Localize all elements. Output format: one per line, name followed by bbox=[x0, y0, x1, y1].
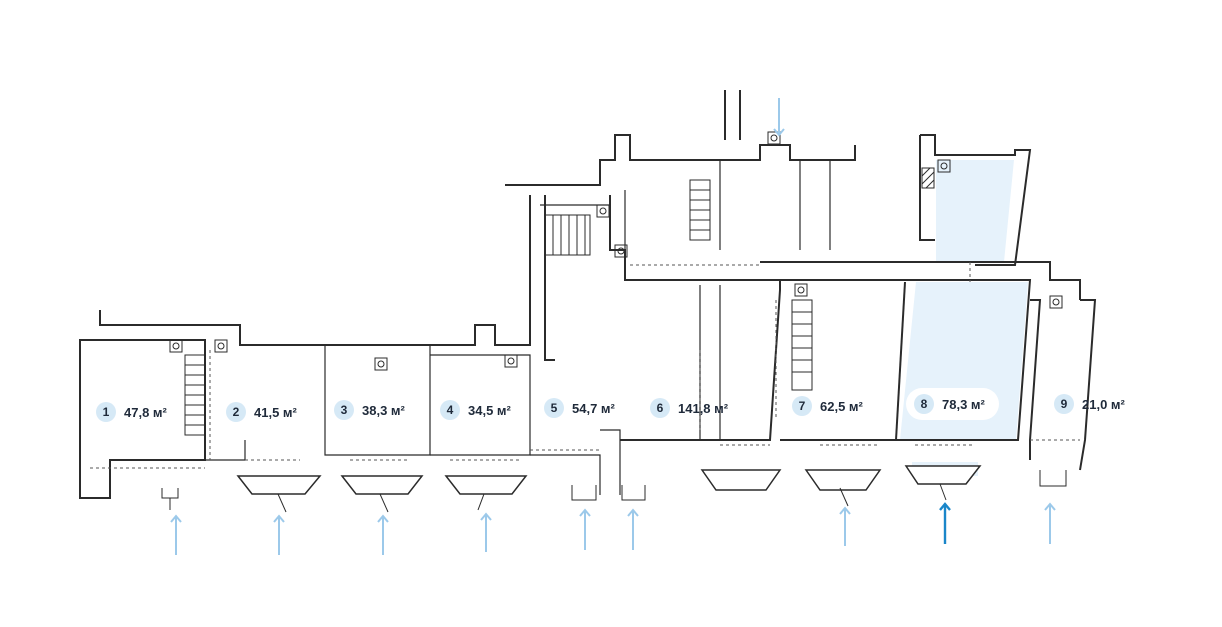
room-number-badge: 7 bbox=[792, 396, 812, 416]
entrance-arrows bbox=[170, 98, 1056, 555]
room-area: 54,7 м² bbox=[572, 400, 615, 416]
room-7-label[interactable]: 7 62,5 м² bbox=[792, 396, 863, 416]
room-3-label[interactable]: 3 38,3 м² bbox=[334, 400, 405, 420]
entrance-arrow-icon[interactable] bbox=[480, 512, 492, 552]
room-8-label[interactable]: 8 78,3 м² bbox=[906, 388, 999, 420]
partitions bbox=[204, 160, 831, 495]
stairs-icon bbox=[184, 179, 813, 436]
room-number-badge: 6 bbox=[650, 398, 670, 418]
room-number-badge: 9 bbox=[1054, 394, 1074, 414]
room-area: 47,8 м² bbox=[124, 404, 167, 420]
toilet-icon bbox=[169, 131, 1063, 371]
entrance-arrow-icon[interactable] bbox=[839, 506, 851, 546]
room-number-badge: 2 bbox=[226, 402, 246, 422]
entrance-arrow-icon-active[interactable] bbox=[939, 502, 951, 544]
entrance-arrow-icon[interactable] bbox=[273, 514, 285, 555]
room-number-badge: 8 bbox=[914, 394, 934, 414]
room-number-badge: 3 bbox=[334, 400, 354, 420]
hatched-shaft bbox=[921, 167, 935, 189]
entrance-arrow-icon[interactable] bbox=[579, 508, 591, 550]
room-5-label[interactable]: 5 54,7 м² bbox=[544, 398, 615, 418]
room-number-badge: 5 bbox=[544, 398, 564, 418]
room-2-label[interactable]: 2 41,5 м² bbox=[226, 402, 297, 422]
entrance-arrow-icon[interactable] bbox=[627, 508, 639, 550]
room-area: 34,5 м² bbox=[468, 402, 511, 418]
room-area: 141,8 м² bbox=[678, 400, 729, 416]
entrance-arrow-icon[interactable] bbox=[773, 98, 785, 137]
dashed-boundaries bbox=[90, 262, 1080, 469]
room-1-label[interactable]: 1 47,8 м² bbox=[96, 402, 167, 422]
room-area: 41,5 м² bbox=[254, 404, 297, 420]
entrance-arrow-icon[interactable] bbox=[170, 514, 182, 555]
bay-windows bbox=[236, 465, 982, 495]
room-area: 78,3 м² bbox=[942, 396, 985, 412]
room-number-badge: 4 bbox=[440, 400, 460, 420]
room-9-label[interactable]: 9 21,0 м² bbox=[1054, 394, 1125, 414]
room-area: 62,5 м² bbox=[820, 398, 863, 414]
room-6-label[interactable]: 6 141,8 м² bbox=[650, 398, 728, 418]
room-8-annex-highlight bbox=[936, 160, 1014, 262]
room-number-badge: 1 bbox=[96, 402, 116, 422]
room-area: 21,0 м² bbox=[1082, 396, 1125, 412]
room-area: 38,3 м² bbox=[362, 402, 405, 418]
room-4-label[interactable]: 4 34,5 м² bbox=[440, 400, 511, 420]
entrance-arrow-icon[interactable] bbox=[377, 514, 389, 555]
door-swings bbox=[161, 470, 1067, 513]
entrance-arrow-icon[interactable] bbox=[1044, 502, 1056, 544]
